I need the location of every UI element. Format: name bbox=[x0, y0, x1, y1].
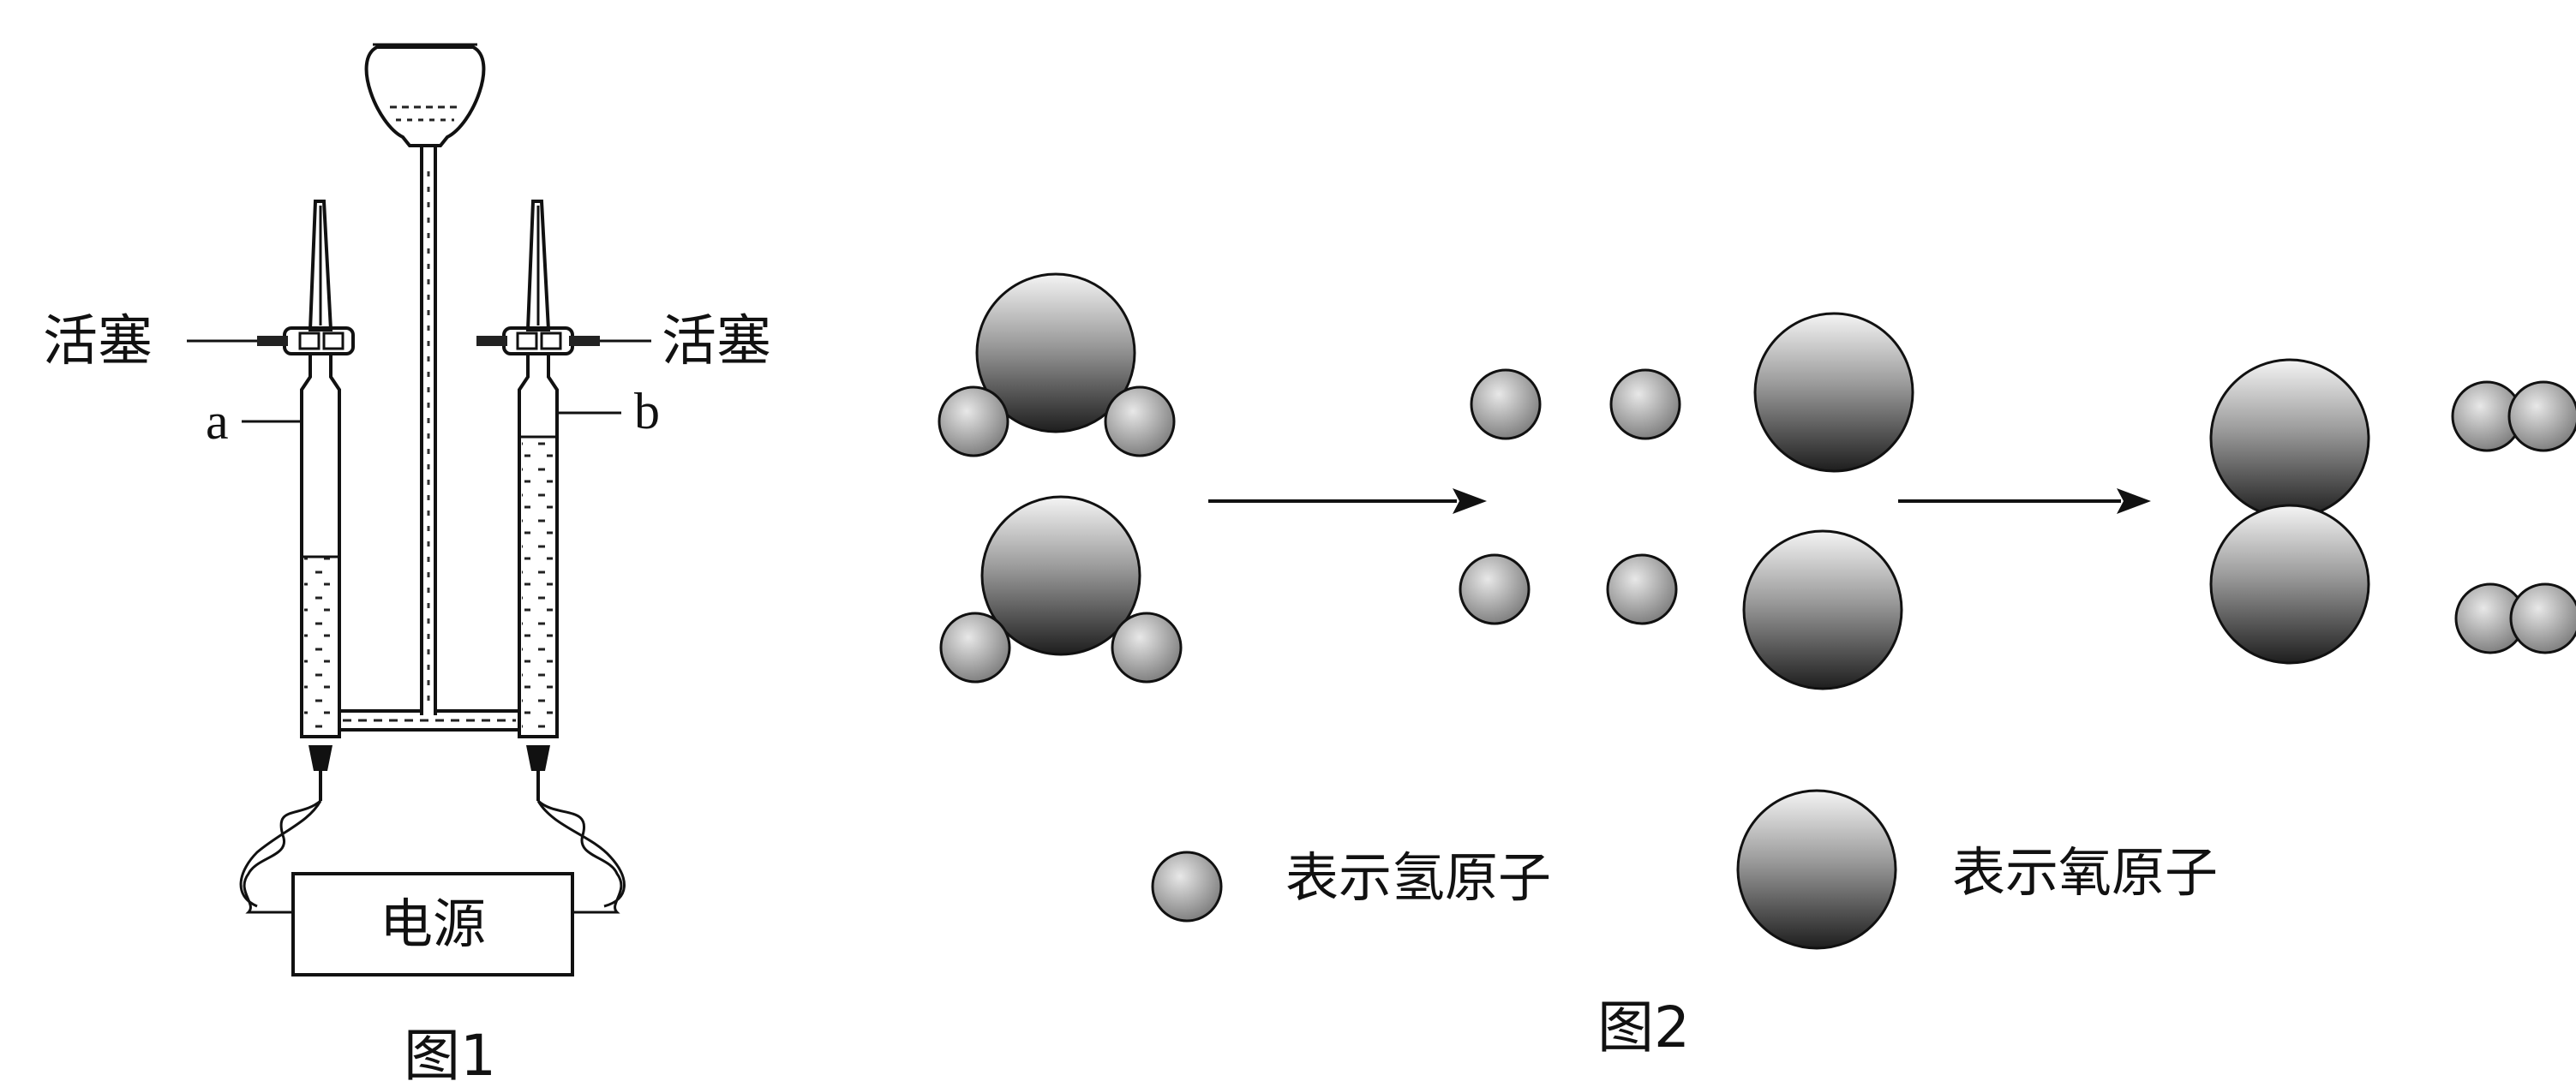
power-supply: 电源 bbox=[291, 872, 574, 976]
reservoir-funnel bbox=[364, 43, 486, 715]
figure1-apparatus: 电源 活塞 活塞 a b 图1 bbox=[43, 43, 771, 1081]
arrow-2 bbox=[1898, 488, 2151, 514]
hydrogen-molecule-2 bbox=[2454, 582, 2576, 654]
stopcock-right-label: 活塞 bbox=[662, 310, 771, 373]
legend-hydrogen-label: 表示氢原子 bbox=[1285, 846, 1551, 909]
water-molecule-1 bbox=[938, 272, 1176, 457]
tube-b bbox=[476, 200, 600, 801]
tube-a-label: a bbox=[206, 393, 229, 450]
tube-b-label: b bbox=[634, 383, 660, 439]
stopcock-left[interactable] bbox=[257, 326, 355, 355]
stopcock-right[interactable] bbox=[476, 326, 600, 355]
legend-oxygen-swatch bbox=[1736, 789, 1897, 950]
stopcock-left-label: 活塞 bbox=[43, 310, 153, 373]
power-supply-label: 电源 bbox=[380, 893, 486, 955]
hydrogen-molecule-1 bbox=[2451, 380, 2576, 452]
tube-a bbox=[257, 200, 355, 801]
legend-oxygen-label: 表示氧原子 bbox=[1952, 841, 2218, 904]
legend-hydrogen-swatch bbox=[1151, 851, 1223, 923]
connecting-tube bbox=[339, 709, 519, 732]
figure1-caption: 图1 bbox=[404, 1023, 496, 1081]
wires bbox=[239, 799, 626, 914]
separated-atoms bbox=[1459, 312, 1914, 690]
legend: 表示氢原子 表示氧原子 bbox=[1151, 789, 2218, 950]
oxygen-molecule bbox=[2209, 358, 2370, 665]
water-molecule-2 bbox=[939, 495, 1183, 684]
figure2-caption: 图2 bbox=[1597, 994, 1690, 1060]
arrow-1 bbox=[1208, 488, 1487, 514]
figure2-reaction: 表示氢原子 表示氧原子 图2 bbox=[938, 272, 2576, 1060]
